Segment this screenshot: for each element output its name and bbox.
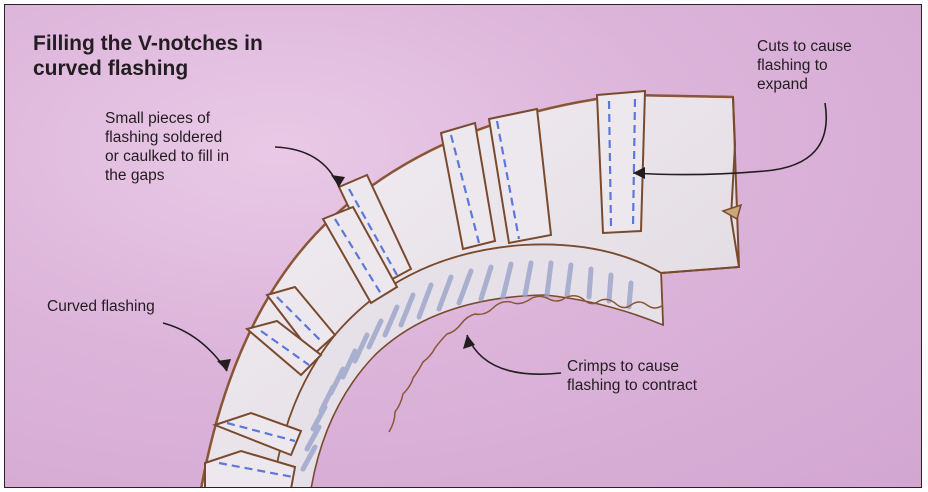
label-curved-flashing: Curved flashing: [47, 297, 155, 316]
label-cuts: Cuts to cause flashing to expand: [757, 37, 852, 94]
diagram-frame: Filling the V-notches in curved flashing…: [4, 4, 922, 488]
label-crimps: Crimps to cause flashing to contract: [567, 357, 697, 395]
label-small-pieces: Small pieces of flashing soldered or cau…: [105, 109, 229, 185]
diagram-title: Filling the V-notches in curved flashing: [33, 31, 263, 81]
